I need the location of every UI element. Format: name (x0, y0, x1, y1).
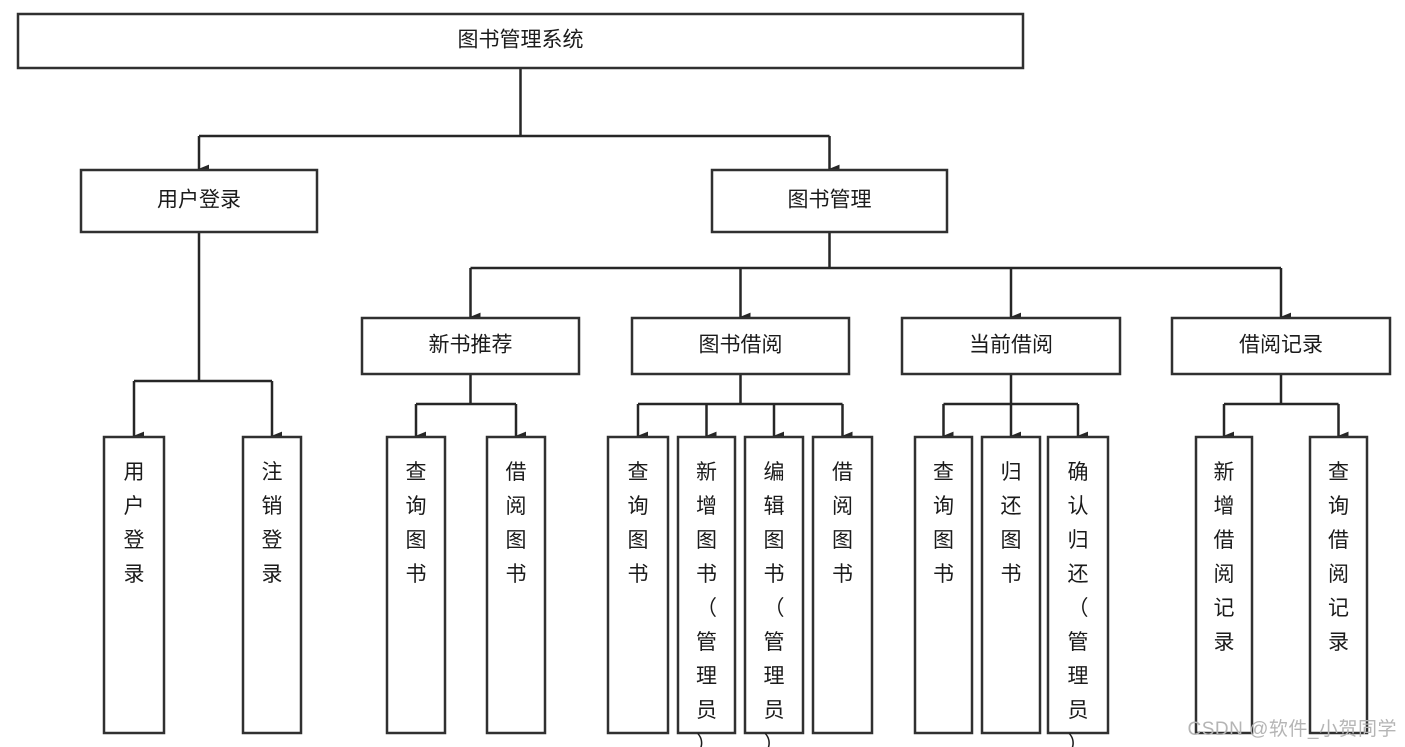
node-box-current-borrow (900, 316, 1122, 376)
node-recommend-query-book[interactable]: 查询图书 (385, 435, 447, 735)
connector-layer (132, 68, 1349, 441)
connector-current-borrow-bus (942, 374, 1089, 441)
node-records-query-record[interactable]: 查询借阅记录 (1308, 435, 1369, 735)
connector-book-management-bus (469, 232, 1292, 322)
connector-borrow-records-bus (1222, 374, 1349, 441)
node-label-new-book-recommend: 新书推荐 (429, 334, 513, 357)
node-label-root: 图书管理系统 (458, 29, 584, 52)
node-label-records-add-record: 新增借阅记录 (1214, 461, 1235, 654)
node-box-recommend-query-book (385, 435, 447, 735)
node-current-return-book[interactable]: 归还图书 (980, 435, 1042, 735)
node-box-current-query-book (913, 435, 974, 735)
node-box-user-logout-action (241, 435, 303, 735)
node-box-current-confirm-return-admin (1046, 435, 1110, 735)
node-book-borrow[interactable]: 图书借阅 (630, 316, 851, 376)
connector-new-book-recommend-bus (414, 374, 527, 441)
node-box-user-login (79, 168, 319, 234)
node-box-borrow-edit-book-admin (743, 435, 805, 735)
node-label-user-logout-action: 注销登录 (262, 461, 283, 586)
node-box-borrow-records (1170, 316, 1392, 376)
node-current-confirm-return-admin[interactable]: 确认归还（管理员） (1046, 435, 1110, 747)
node-borrow-edit-book-admin[interactable]: 编辑图书（管理员） (743, 435, 805, 747)
node-layer: 图书管理系统用户登录用户登录注销登录图书管理新书推荐查询图书借阅图书图书借阅查询… (16, 12, 1392, 747)
node-user-login-action[interactable]: 用户登录 (102, 435, 166, 735)
node-label-recommend-query-book: 查询图书 (406, 461, 427, 586)
node-label-borrow-add-book-admin: 新增图书（管理员） (696, 461, 717, 747)
node-borrow-query-book[interactable]: 查询图书 (606, 435, 670, 735)
node-label-user-login: 用户登录 (157, 189, 241, 212)
node-box-root (16, 12, 1025, 70)
node-box-user-login-action (102, 435, 166, 735)
node-box-borrow-query-book (606, 435, 670, 735)
node-current-borrow[interactable]: 当前借阅 (900, 316, 1122, 376)
node-label-recommend-borrow-book: 借阅图书 (506, 461, 527, 586)
node-book-management[interactable]: 图书管理 (710, 168, 949, 234)
node-label-borrow-edit-book-admin: 编辑图书（管理员） (764, 461, 785, 747)
node-label-current-confirm-return-admin: 确认归还（管理员） (1068, 461, 1089, 747)
node-box-borrow-borrow-book (811, 435, 874, 735)
watermark-text: CSDN @软件_小贺同学 (1187, 719, 1397, 740)
node-label-records-query-record: 查询借阅记录 (1328, 461, 1349, 654)
connector-root-bus (197, 68, 840, 174)
node-borrow-records[interactable]: 借阅记录 (1170, 316, 1392, 376)
node-label-borrow-records: 借阅记录 (1239, 334, 1323, 357)
node-recommend-borrow-book[interactable]: 借阅图书 (485, 435, 547, 735)
node-box-records-add-record (1194, 435, 1254, 735)
node-current-query-book[interactable]: 查询图书 (913, 435, 974, 735)
node-box-records-query-record (1308, 435, 1369, 735)
connector-book-borrow-bus (636, 374, 853, 441)
node-label-current-return-book: 归还图书 (1001, 461, 1022, 586)
node-box-new-book-recommend (360, 316, 581, 376)
node-box-borrow-add-book-admin (676, 435, 737, 735)
node-box-current-return-book (980, 435, 1042, 735)
node-label-book-management: 图书管理 (788, 189, 872, 212)
node-label-book-borrow: 图书借阅 (699, 334, 783, 357)
node-records-add-record[interactable]: 新增借阅记录 (1194, 435, 1254, 735)
node-box-book-management (710, 168, 949, 234)
node-user-logout-action[interactable]: 注销登录 (241, 435, 303, 735)
node-label-current-query-book: 查询图书 (933, 461, 954, 586)
node-user-login[interactable]: 用户登录 (79, 168, 319, 234)
node-box-book-borrow (630, 316, 851, 376)
node-box-recommend-borrow-book (485, 435, 547, 735)
node-root[interactable]: 图书管理系统 (16, 12, 1025, 70)
node-label-borrow-query-book: 查询图书 (628, 461, 649, 586)
node-label-borrow-borrow-book: 借阅图书 (832, 461, 853, 586)
node-new-book-recommend[interactable]: 新书推荐 (360, 316, 581, 376)
node-label-user-login-action: 用户登录 (124, 461, 145, 586)
connector-user-login-bus (132, 232, 283, 441)
node-borrow-add-book-admin[interactable]: 新增图书（管理员） (676, 435, 737, 747)
node-borrow-borrow-book[interactable]: 借阅图书 (811, 435, 874, 735)
node-label-current-borrow: 当前借阅 (969, 334, 1053, 357)
